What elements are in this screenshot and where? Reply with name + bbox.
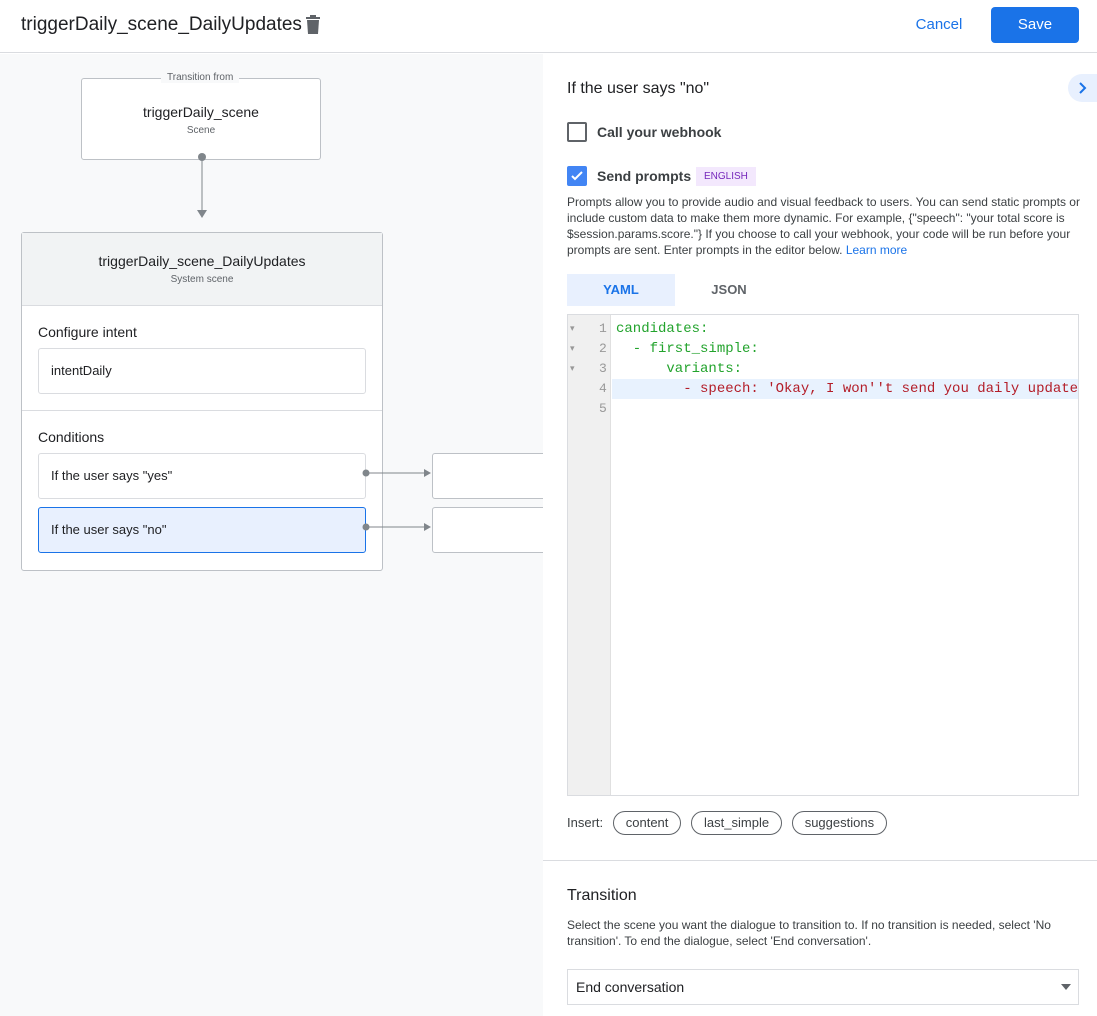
cancel-button[interactable]: Cancel bbox=[915, 16, 963, 33]
tab-yaml[interactable]: YAML bbox=[567, 274, 675, 306]
conditions-heading: Conditions bbox=[38, 429, 105, 445]
to-scene-type: System scene bbox=[170, 274, 234, 285]
from-scene-name: triggerDaily_scene bbox=[143, 104, 259, 120]
learn-more-link[interactable]: Learn more bbox=[845, 243, 908, 257]
transition-select-value: End conversation bbox=[576, 979, 685, 995]
configure-intent-heading: Configure intent bbox=[38, 324, 137, 340]
condition-yes[interactable]: If the user says "yes" bbox=[38, 453, 366, 499]
webhook-label: Call your webhook bbox=[597, 124, 722, 140]
chevron-right-icon bbox=[1079, 82, 1087, 94]
tab-json[interactable]: JSON bbox=[711, 282, 747, 297]
to-scene-name: triggerDaily_scene_DailyUpdates bbox=[98, 253, 306, 269]
transition-to-node: triggerDaily_scene_DailyUpdates System s… bbox=[21, 232, 383, 571]
header: triggerDaily_scene_DailyUpdates Cancel S… bbox=[0, 0, 1097, 53]
insert-label: Insert: bbox=[567, 815, 604, 830]
insert-content-chip[interactable]: content bbox=[612, 811, 682, 835]
collapse-panel-button[interactable] bbox=[1068, 74, 1097, 102]
yes-target-node[interactable] bbox=[432, 453, 543, 499]
trash-icon[interactable] bbox=[304, 15, 322, 35]
save-button[interactable]: Save bbox=[991, 7, 1079, 43]
insert-suggestions-chip[interactable]: suggestions bbox=[791, 811, 888, 835]
from-scene-type: Scene bbox=[186, 125, 216, 136]
connector-arrow bbox=[197, 153, 207, 218]
code-line-4: - speech: 'Okay, I won''t send you daily… bbox=[616, 381, 1079, 397]
transition-select[interactable]: End conversation bbox=[567, 969, 1079, 1005]
details-panel: If the user says "no" Call your webhook … bbox=[543, 54, 1097, 1016]
code-line-3: variants: bbox=[616, 361, 743, 377]
prompts-description: Prompts allow you to provide audio and v… bbox=[567, 195, 1080, 257]
send-prompts-label: Send prompts bbox=[597, 168, 692, 184]
condition-no[interactable]: If the user says "no" bbox=[38, 507, 366, 553]
page-title: triggerDaily_scene_DailyUpdates bbox=[21, 14, 302, 35]
send-prompts-checkbox[interactable] bbox=[567, 166, 587, 186]
language-badge: ENGLISH bbox=[696, 167, 756, 186]
insert-last-simple-chip[interactable]: last_simple bbox=[691, 811, 783, 835]
panel-heading: If the user says "no" bbox=[567, 80, 710, 97]
code-line-2: - first_simple: bbox=[616, 341, 759, 357]
transition-from-node[interactable]: triggerDaily_scene Scene bbox=[81, 78, 321, 160]
code-line-1: candidates: bbox=[616, 321, 709, 337]
no-target-node[interactable] bbox=[432, 507, 543, 553]
transition-from-label: Transition from bbox=[161, 72, 240, 83]
webhook-checkbox[interactable] bbox=[567, 122, 587, 142]
intent-field[interactable]: intentDaily bbox=[38, 348, 366, 394]
condition-connectors bbox=[362, 469, 431, 531]
dropdown-arrow-icon bbox=[1061, 984, 1071, 990]
flow-canvas: triggerDaily_scene Scene Transition from… bbox=[0, 54, 543, 1016]
transition-heading: Transition bbox=[567, 887, 637, 904]
check-icon bbox=[571, 171, 583, 181]
transition-description: Select the scene you want the dialogue t… bbox=[567, 918, 1051, 948]
